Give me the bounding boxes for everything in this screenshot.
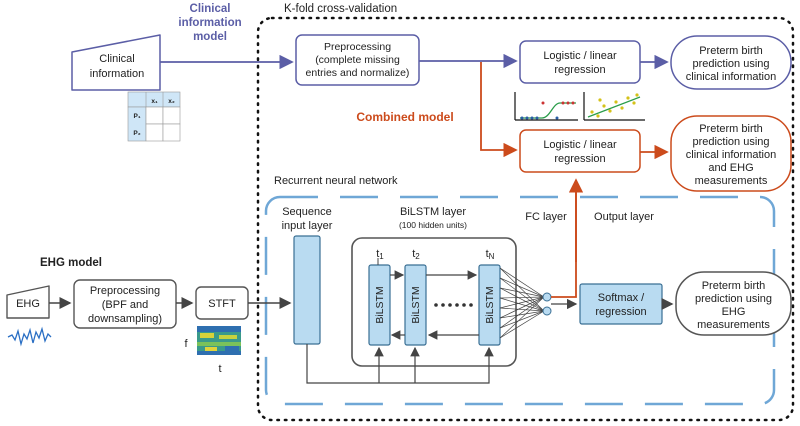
pred-clinical-box <box>670 35 792 90</box>
svg-text:BiLSTM: BiLSTM <box>374 286 386 323</box>
logistic-top-box <box>519 40 641 84</box>
combined-model-label: Combined model <box>356 110 453 124</box>
output-layer-label: Output layer <box>594 211 654 223</box>
preproc-clinical-line-2: (complete missing <box>315 54 400 66</box>
pred-ehg-box <box>675 271 792 336</box>
clinical-info-label-1: Clinical <box>99 53 134 65</box>
preproc-clinical-box <box>295 34 420 86</box>
table-col-x1: x₁ <box>151 98 158 105</box>
softmax-line-2: regression <box>595 306 646 318</box>
pred-combined-line-2: prediction using <box>692 136 769 148</box>
spectrogram-image <box>197 326 241 355</box>
seq-input-label-2: input layer <box>282 220 333 232</box>
seq-input-label-1: Sequence <box>282 206 332 218</box>
pred-clinical-line-1: Preterm birth <box>699 45 763 57</box>
softmax-box <box>579 283 663 325</box>
fc-connections <box>499 267 545 339</box>
pred-clinical-line-2: prediction using <box>692 58 769 70</box>
svg-text:BiLSTM: BiLSTM <box>410 286 422 323</box>
logistic-top-line-1: Logistic / linear <box>543 50 617 62</box>
fc-node-1 <box>542 292 552 302</box>
pred-ehg-line-1: Preterm birth <box>702 280 766 292</box>
preproc-ehg-line-1: Preprocessing <box>90 285 160 297</box>
softmax-line-1: Softmax / <box>598 292 645 304</box>
clinical-info-box <box>71 34 161 91</box>
edge-seq-to-bilstm <box>306 344 494 384</box>
logistic-sigmoid-plot <box>514 92 578 121</box>
timestep-tn: tN <box>486 248 495 261</box>
ehg-input-box <box>6 285 50 319</box>
logistic-combined-line-2: regression <box>554 153 605 165</box>
pred-combined-line-3: clinical information <box>686 149 776 161</box>
preproc-ehg-line-2: (BPF and <box>102 299 148 311</box>
hidden-units-label: (100 hidden units) <box>399 220 467 230</box>
bilstm-layer-label: BiLSTM layer <box>400 206 466 218</box>
preproc-ehg-line-3: downsampling) <box>88 313 162 325</box>
bilstm-cell-1: BiLSTM <box>368 264 391 346</box>
preproc-clinical-line-3: entries and normalize) <box>306 67 410 79</box>
clinical-info-label-2: information <box>90 68 144 80</box>
spectrogram-axis-f: f <box>184 338 188 350</box>
pred-combined-line-1: Preterm birth <box>699 123 763 135</box>
preproc-ehg-box <box>73 279 177 329</box>
fc-node-2 <box>542 306 552 316</box>
clinical-model-title-3: model <box>193 31 227 43</box>
pred-combined-line-5: measurements <box>695 175 768 187</box>
pred-ehg-line-3: EHG <box>722 306 746 318</box>
ehg-waveform <box>7 326 52 347</box>
seq-input-layer <box>293 235 321 345</box>
pred-ehg-line-4: measurements <box>697 319 770 331</box>
fc-layer-label: FC layer <box>525 211 567 223</box>
kfold-label: K-fold cross-validation <box>284 3 397 15</box>
clinical-data-table: x₁ x₂ P₁ P₂ <box>127 91 181 142</box>
table-row-p2: P₂ <box>133 130 140 137</box>
bilstm-cell-2: BiLSTM <box>404 264 427 346</box>
rnn-label: Recurrent neural network <box>274 175 398 187</box>
logistic-combined-box <box>519 129 641 173</box>
pred-combined-line-4: and EHG <box>708 162 753 174</box>
clinical-model-title-2: information <box>178 17 241 29</box>
table-row-p1: P₁ <box>133 113 140 120</box>
ellipsis-dots <box>434 303 473 307</box>
ehg-model-label: EHG model <box>40 257 102 269</box>
rnn-frame <box>264 195 776 406</box>
clinical-model-title-1: Clinical <box>190 3 231 15</box>
ehg-input-label: EHG <box>16 298 40 310</box>
logistic-combined-line-1: Logistic / linear <box>543 139 617 151</box>
svg-text:BiLSTM: BiLSTM <box>484 286 496 323</box>
timestep-t1: t1 <box>376 248 384 261</box>
table-col-x2: x₂ <box>168 98 175 105</box>
pred-combined-box <box>670 115 792 192</box>
kfold-frame <box>256 16 795 422</box>
stft-label: STFT <box>208 298 236 310</box>
spectrogram-axis-t: t <box>218 363 221 375</box>
bilstm-cell-n: BiLSTM <box>478 264 501 346</box>
logistic-top-line-2: regression <box>554 64 605 76</box>
edge-preproc-to-combined <box>480 62 518 158</box>
linear-regression-plot <box>583 92 645 121</box>
timestep-t2: t2 <box>412 248 420 261</box>
pred-clinical-line-3: clinical information <box>686 71 776 83</box>
pred-ehg-line-2: prediction using <box>695 293 772 305</box>
preproc-clinical-line-1: Preprocessing <box>324 41 391 53</box>
